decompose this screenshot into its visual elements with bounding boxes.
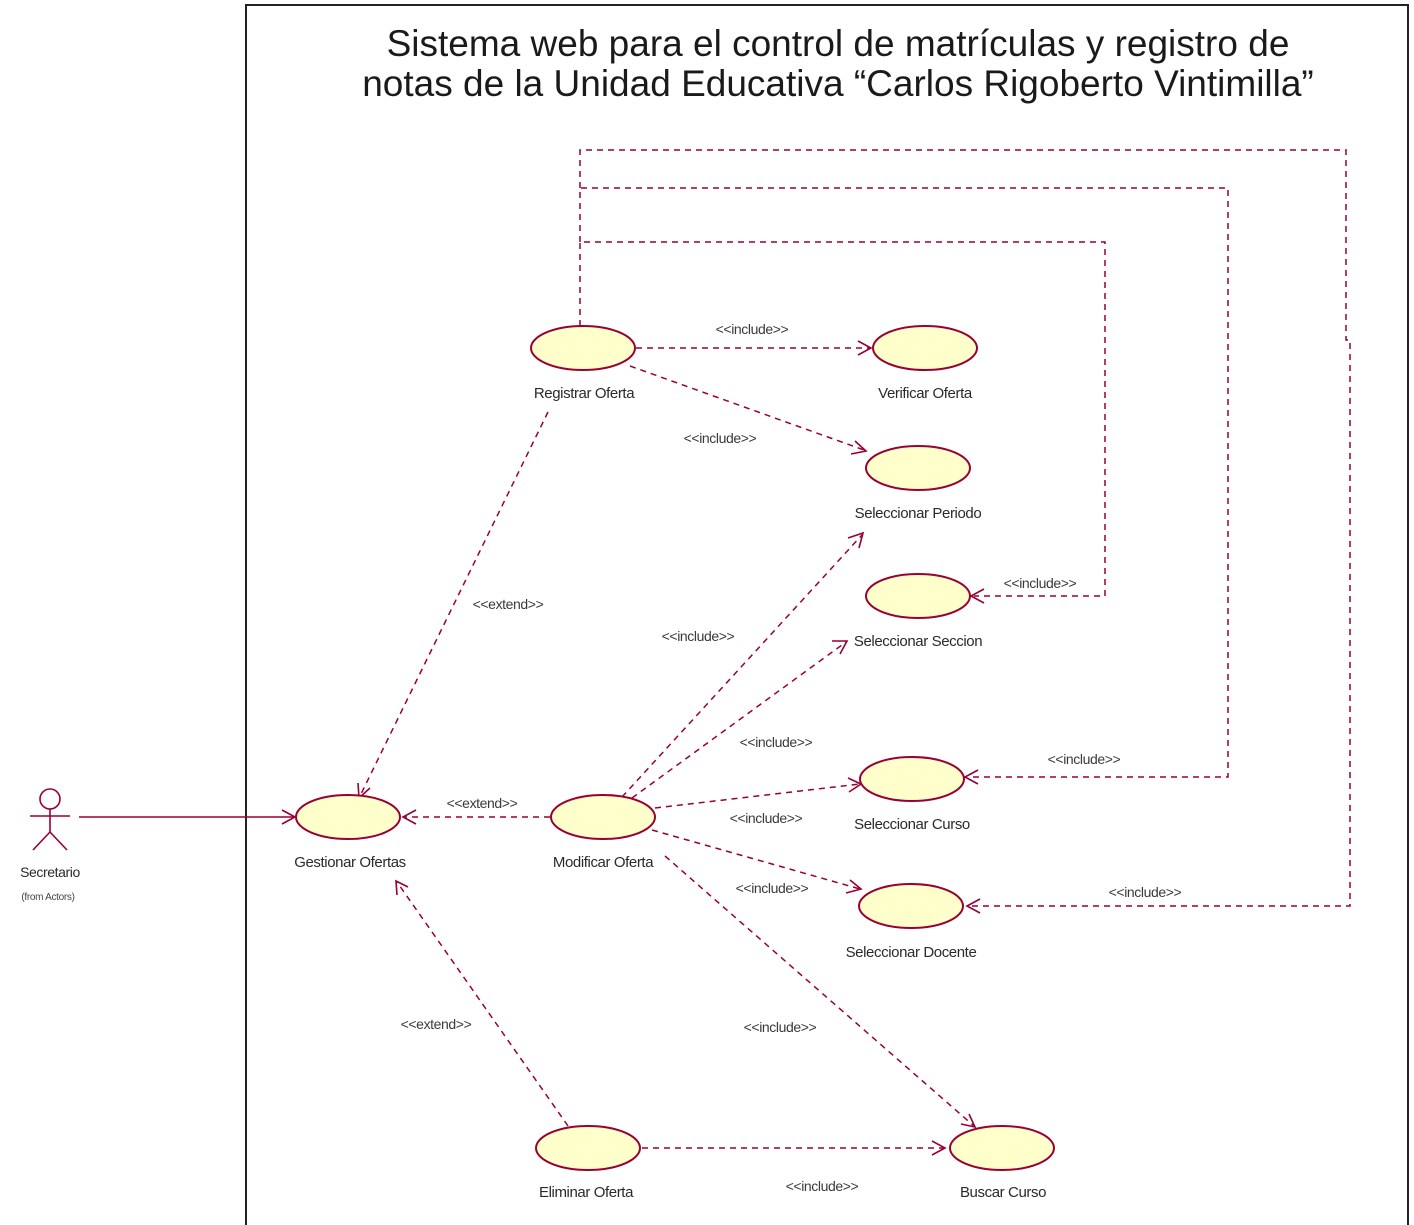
extend-modificar-gestionar bbox=[401, 809, 550, 825]
system-boundary bbox=[245, 4, 1409, 1225]
usecase-label: Buscar Curso bbox=[960, 1184, 1046, 1201]
include-registrar-verificar bbox=[636, 340, 873, 356]
usecase-registrar-oferta[interactable]: Registrar Oferta bbox=[530, 325, 636, 402]
include-registrar-curso bbox=[579, 187, 1229, 785]
stereotype-label: <<include>> bbox=[736, 880, 809, 896]
actor-origin: (from Actors) bbox=[21, 892, 74, 903]
stereotype-label: <<include>> bbox=[730, 810, 803, 826]
include-registrar-docente bbox=[579, 149, 1351, 914]
stereotype-label: <<extend>> bbox=[401, 1016, 472, 1032]
include-modificar-buscar bbox=[664, 855, 977, 1129]
include-modificar-curso bbox=[654, 777, 863, 809]
stereotype-label: <<extend>> bbox=[473, 596, 544, 612]
stereotype-label: <<include>> bbox=[786, 1178, 859, 1194]
usecase-seleccionar-seccion[interactable]: Seleccionar Seccion bbox=[854, 573, 983, 650]
usecase-verificar-oferta[interactable]: Verificar Oferta bbox=[872, 325, 978, 402]
usecase-seleccionar-docente[interactable]: Seleccionar Docente bbox=[846, 883, 977, 961]
actor-secretario[interactable]: Secretario (from Actors) bbox=[20, 788, 81, 903]
usecase-gestionar-ofertas[interactable]: Gestionar Ofertas bbox=[294, 794, 406, 871]
extend-eliminar-gestionar bbox=[395, 879, 569, 1127]
stereotype-label: <<include>> bbox=[1048, 751, 1121, 767]
include-modificar-seccion bbox=[631, 640, 849, 799]
include-modificar-docente bbox=[651, 829, 863, 894]
usecase-label: Seleccionar Curso bbox=[854, 816, 970, 833]
actor-left-leg bbox=[32, 831, 51, 851]
include-registrar-periodo bbox=[629, 365, 868, 455]
system-title-line-1: Sistema web para el control de matrícula… bbox=[387, 23, 1290, 64]
usecase-seleccionar-curso[interactable]: Seleccionar Curso bbox=[854, 756, 970, 833]
usecase-modificar-oferta[interactable]: Modificar Oferta bbox=[550, 794, 656, 871]
usecase-label: Gestionar Ofertas bbox=[294, 854, 406, 871]
stereotype-label: <<include>> bbox=[740, 734, 813, 750]
include-eliminar-buscar bbox=[642, 1140, 947, 1156]
usecase-buscar-curso[interactable]: Buscar Curso bbox=[949, 1125, 1055, 1201]
usecase-label: Seleccionar Seccion bbox=[854, 633, 982, 650]
usecase-label: Eliminar Oferta bbox=[539, 1184, 634, 1201]
usecase-label: Modificar Oferta bbox=[553, 854, 654, 871]
stereotype-label: <<include>> bbox=[662, 628, 735, 644]
actor-right-leg bbox=[49, 831, 68, 851]
include-registrar-seccion bbox=[579, 241, 1106, 604]
usecase-label: Seleccionar Docente bbox=[846, 944, 977, 961]
usecase-eliminar-oferta[interactable]: Eliminar Oferta bbox=[535, 1125, 641, 1201]
actor-head bbox=[39, 788, 61, 810]
stereotype-label: <<include>> bbox=[684, 430, 757, 446]
usecase-label: Seleccionar Periodo bbox=[855, 505, 982, 522]
stereotype-label: <<include>> bbox=[716, 321, 789, 337]
usecase-seleccionar-periodo[interactable]: Seleccionar Periodo bbox=[855, 445, 982, 522]
stereotype-label: <<include>> bbox=[744, 1019, 817, 1035]
usecase-label: Verificar Oferta bbox=[878, 385, 973, 402]
stereotype-label: <<extend>> bbox=[447, 795, 518, 811]
usecase-label: Registrar Oferta bbox=[534, 385, 635, 402]
stereotype-label: <<include>> bbox=[1004, 575, 1077, 591]
actor-name: Secretario bbox=[20, 864, 80, 880]
actor-association bbox=[79, 809, 297, 825]
stereotype-label: <<include>> bbox=[1109, 884, 1182, 900]
system-title-line-2: notas de la Unidad Educativa “Carlos Rig… bbox=[362, 63, 1314, 104]
include-modificar-periodo bbox=[621, 531, 865, 798]
